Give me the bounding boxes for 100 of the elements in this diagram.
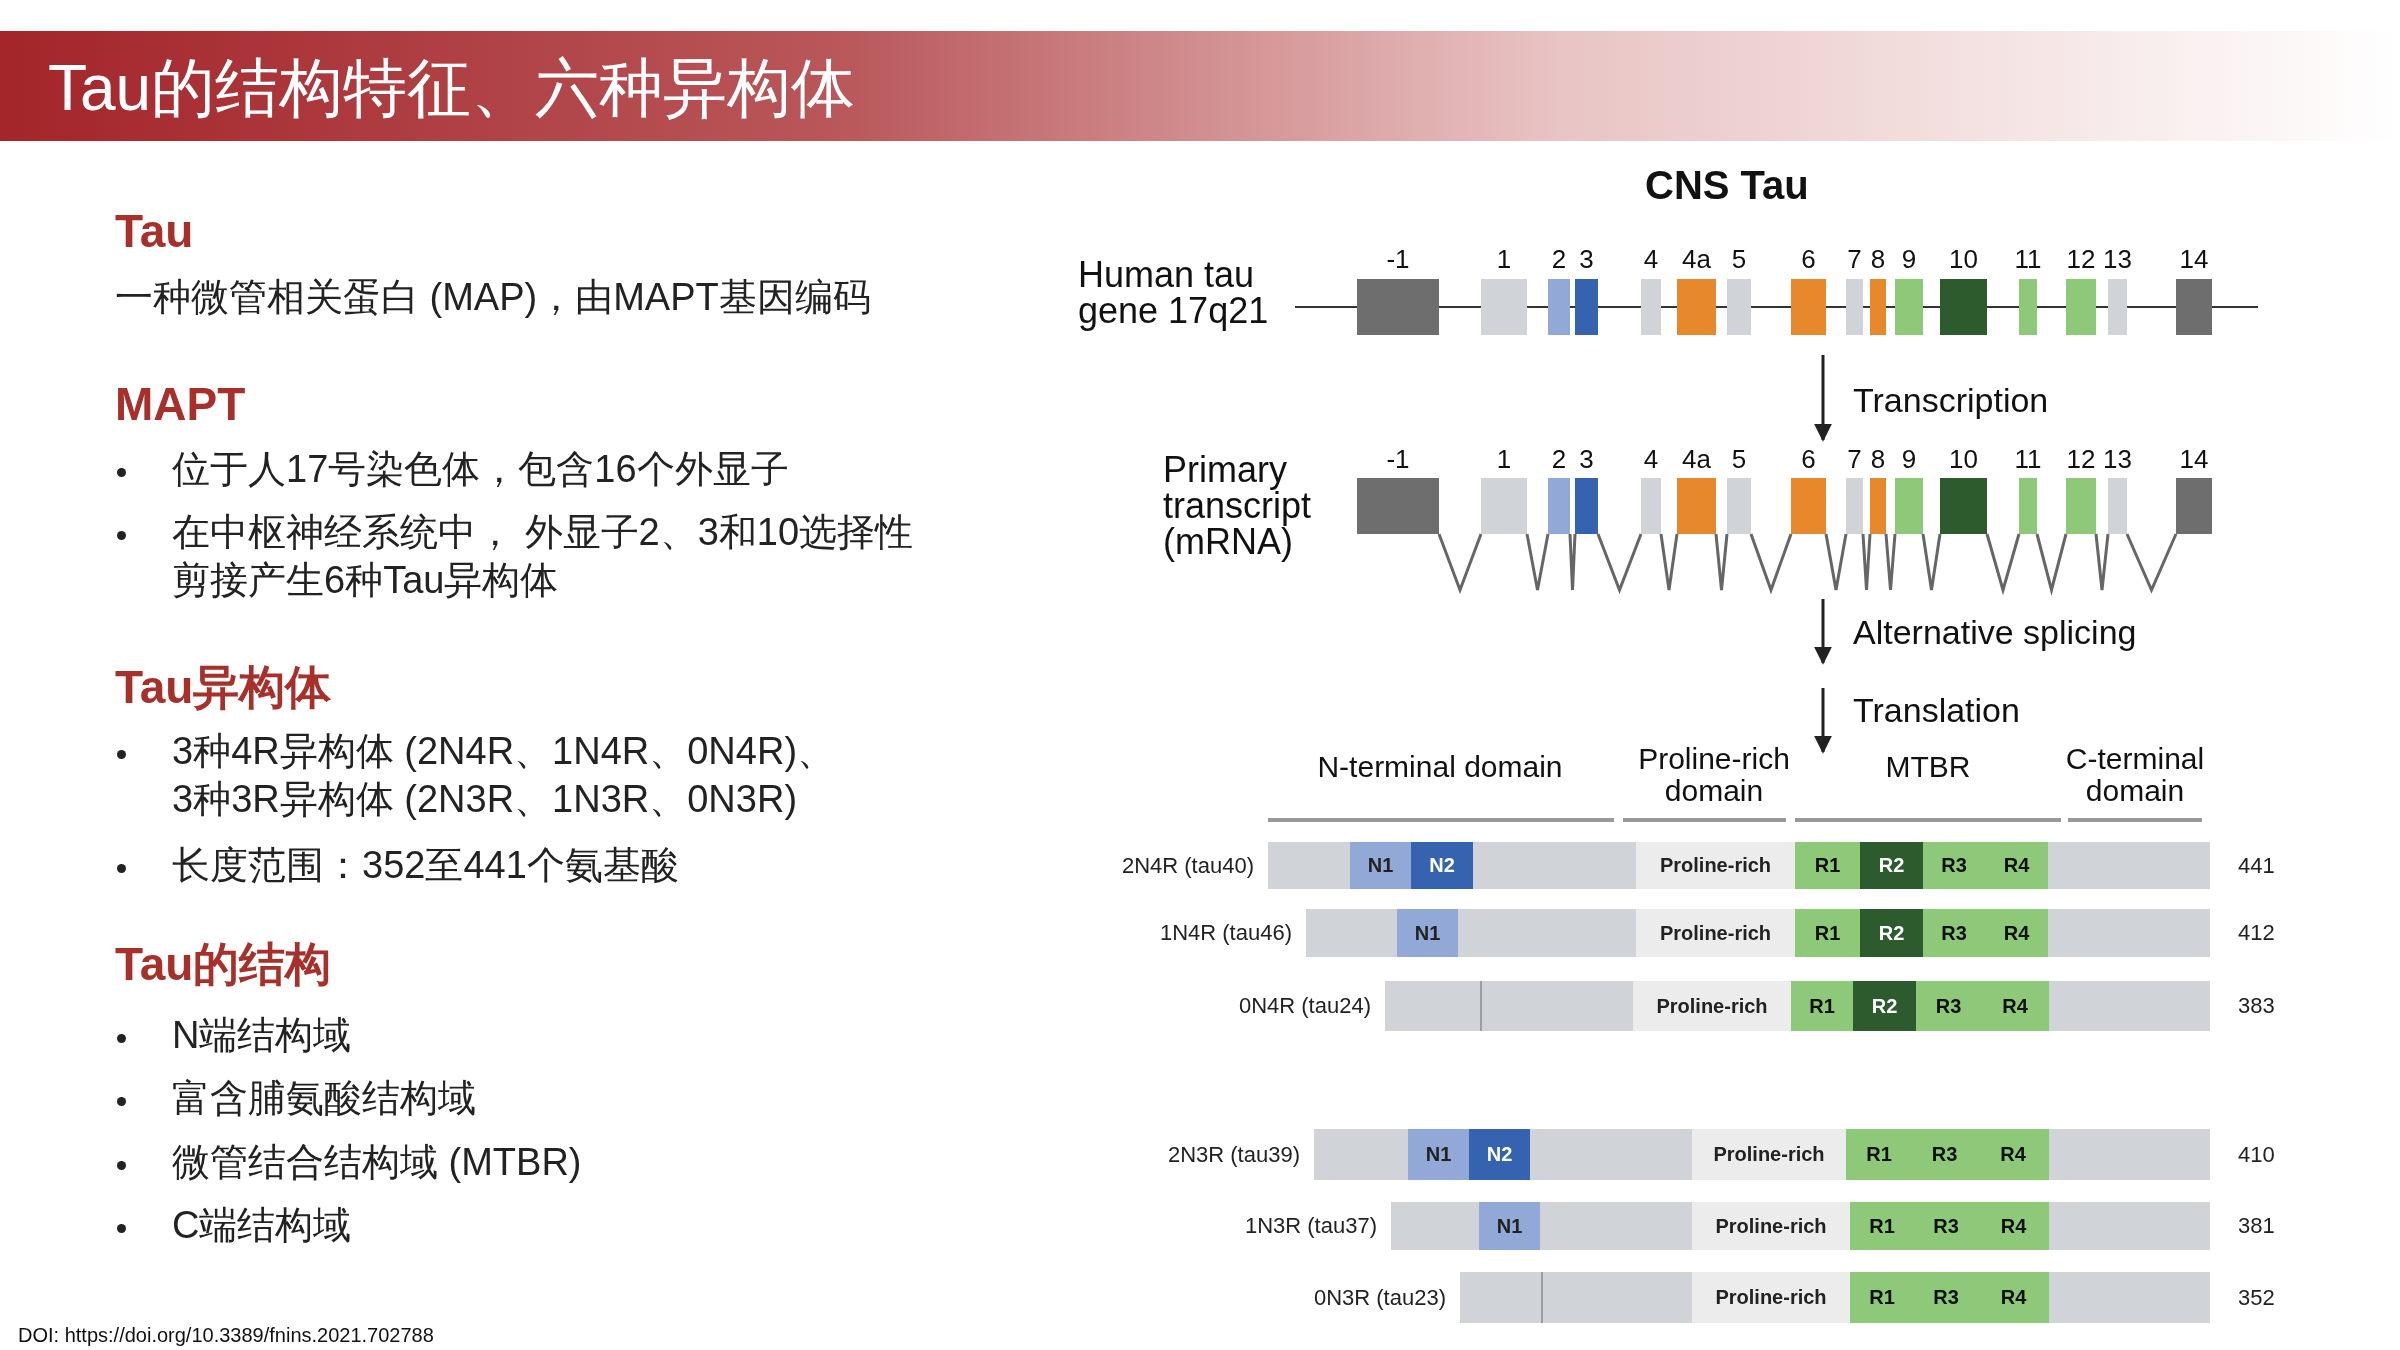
domain-segment: R2 (1853, 981, 1916, 1031)
exon-number: 13 (2103, 242, 2132, 276)
exon-number: 10 (1949, 242, 1978, 276)
domain-segment: Proline-rich (1636, 842, 1795, 889)
exon-number: 11 (2014, 242, 2042, 276)
domain-segment: R3 (1914, 1272, 1978, 1323)
amino-acid-count: 381 (2238, 1212, 2275, 1240)
process-step-label: Alternative splicing (1853, 611, 2137, 653)
section-heading: Tau异构体 (115, 660, 332, 715)
isoform-name: 1N3R (tau37) (1244, 1212, 1377, 1240)
isoform-name: 1N4R (tau46) (1159, 919, 1292, 947)
slide-title: Tau的结构特征、六种异构体 (48, 51, 856, 126)
domain-segment: N1 (1479, 1202, 1540, 1250)
domain-segment: R3 (1914, 1202, 1978, 1250)
exon-number: 1 (1496, 242, 1512, 276)
bullet-text: 长度范围：352至441个氨基酸 (172, 843, 679, 889)
exon-number: 9 (1901, 242, 1917, 276)
amino-acid-count: 383 (2238, 992, 2275, 1020)
section-heading: Tau的结构 (115, 937, 332, 992)
domain-segment: R4 (1985, 909, 2048, 957)
domain-label: Proline-rich domain (1637, 743, 1791, 806)
process-step-label: Transcription (1853, 379, 2049, 421)
isoform-bar (1314, 1129, 2210, 1180)
bullet-text: N端结构域 (172, 1013, 352, 1059)
isoform-bar (1306, 909, 2210, 957)
isoform-name: 2N3R (tau39) (1167, 1140, 1300, 1168)
domain-segment: R4 (1977, 1129, 2049, 1180)
isoform-bar (1268, 842, 2210, 889)
isoform-bar (1385, 981, 2210, 1031)
exon-number: 4a (1682, 242, 1711, 276)
figure-title: CNS Tau (1645, 161, 1809, 209)
domain-segment: Proline-rich (1692, 1272, 1850, 1323)
row-label: Primary transcript (mRNA) (1163, 452, 1313, 561)
domain-segment: R1 (1846, 1129, 1912, 1180)
exon-number: 14 (2179, 242, 2209, 276)
exon-number: 7 (1847, 442, 1862, 476)
row-label: Human tau gene 17q21 (1078, 257, 1270, 330)
isoform-name: 2N4R (tau40) (1121, 851, 1254, 879)
bullet-text: 位于人17号染色体，包含16个外显子 (172, 447, 789, 493)
domain-segment: R1 (1791, 981, 1853, 1031)
domain-segment: R3 (1923, 842, 1985, 889)
isoform-bar (1460, 1272, 2210, 1323)
domain-segment: R3 (1912, 1129, 1977, 1180)
exon-number: 10 (1949, 442, 1978, 476)
domain-segment: N2 (1469, 1129, 1530, 1180)
exon-number: 4a (1682, 442, 1711, 476)
doi-citation: DOI: https://doi.org/10.3389/fnins.2021.702788 (18, 1323, 434, 1349)
exon-number: 3 (1579, 442, 1594, 476)
domain-segment: N2 (1411, 842, 1473, 889)
amino-acid-count: 352 (2238, 1283, 2275, 1311)
amino-acid-count: 412 (2238, 919, 2275, 947)
domain-segment: R1 (1795, 909, 1860, 957)
exon-number: 9 (1901, 442, 1917, 476)
exon-number: 14 (2179, 442, 2209, 476)
isoform-name: 0N4R (tau24) (1238, 992, 1371, 1020)
domain-label: N-terminal domain (1316, 751, 1564, 783)
section-heading: Tau (115, 204, 194, 259)
exon-number: 2 (1551, 442, 1567, 476)
domain-segment: R1 (1795, 842, 1860, 889)
isoform-bar (1391, 1202, 2210, 1250)
domain-segment: R3 (1916, 981, 1981, 1031)
amino-acid-count: 410 (2238, 1140, 2275, 1168)
bullet-text: C端结构域 (172, 1203, 352, 1249)
domain-segment: R4 (1981, 981, 2049, 1031)
exon-number: 8 (1870, 242, 1886, 276)
exon-number: 5 (1731, 242, 1747, 276)
exon-number: 4 (1643, 442, 1659, 476)
amino-acid-count: 441 (2238, 851, 2275, 879)
domain-segment: R1 (1850, 1202, 1914, 1250)
domain-segment: Proline-rich (1636, 909, 1795, 957)
exon-number: 4 (1643, 242, 1659, 276)
domain-segment: R2 (1860, 909, 1923, 957)
domain-segment: Proline-rich (1692, 1129, 1846, 1180)
domain-segment: Proline-rich (1633, 981, 1791, 1031)
body-text: 一种微管相关蛋白 (MAP)，由MAPT基因编码 (115, 275, 871, 321)
exon-number: 6 (1801, 242, 1816, 276)
exon-number: 6 (1801, 442, 1816, 476)
section-heading: MAPT (115, 377, 246, 432)
exon-number: 7 (1847, 242, 1862, 276)
exon-number: 1 (1496, 442, 1512, 476)
domain-segment: Proline-rich (1692, 1202, 1850, 1250)
domain-segment: N1 (1350, 842, 1411, 889)
exon-number: -1 (1386, 242, 1410, 276)
exon-number: 2 (1551, 242, 1567, 276)
domain-label: MTBR (1884, 751, 1972, 783)
domain-label: C-terminal domain (2064, 743, 2206, 806)
bullet-text: 在中枢神经系统中， 外显子2、3和10选择性剪接产生6种Tau异构体 (172, 510, 915, 603)
exon-number: 5 (1731, 442, 1747, 476)
domain-segment: R4 (1978, 1272, 2049, 1323)
exon-number: 12 (2066, 242, 2096, 276)
exon-number: 3 (1579, 242, 1594, 276)
exon-number: 8 (1870, 442, 1886, 476)
exon-number: 12 (2066, 442, 2096, 476)
domain-segment: R2 (1860, 842, 1923, 889)
bullet-text: 富含脯氨酸结构域 (172, 1076, 476, 1122)
bullet-text: 微管结合结构域 (MTBR) (172, 1140, 582, 1186)
exon-number: -1 (1386, 442, 1410, 476)
exon-number: 13 (2103, 442, 2132, 476)
domain-segment: R1 (1850, 1272, 1914, 1323)
exon-number: 11 (2014, 442, 2042, 476)
